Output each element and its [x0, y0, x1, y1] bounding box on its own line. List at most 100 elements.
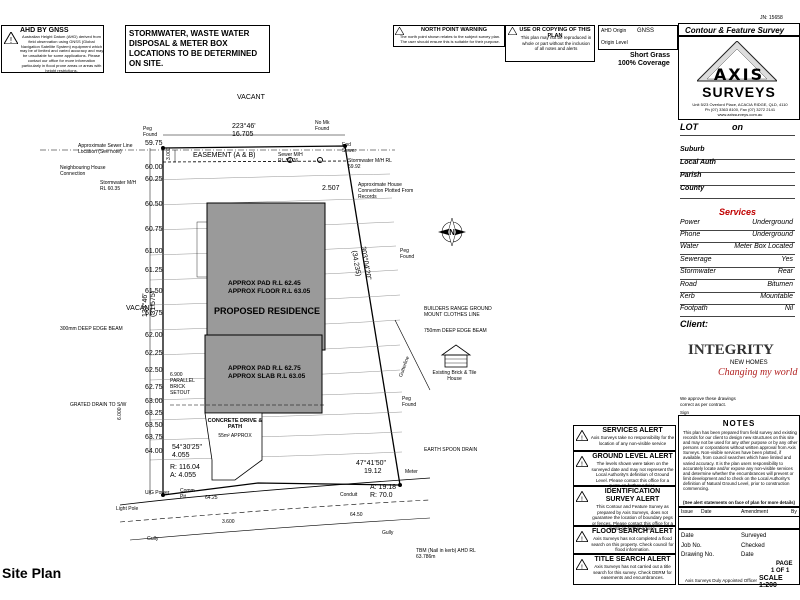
- arc-left: A: 4.055: [170, 472, 197, 479]
- warning-triangle-icon: !: [576, 559, 588, 570]
- svg-text:!: !: [581, 536, 583, 542]
- contour-label: 59.75: [145, 140, 163, 147]
- proposed-residence-lower: [204, 334, 323, 414]
- concrete-driveway: [204, 412, 263, 481]
- peg-marker: [161, 146, 165, 150]
- revision-header-amendment: Amendment: [741, 509, 768, 515]
- revision-header-date: Date: [701, 509, 712, 515]
- flood-search-alert: ! FLOOD SEARCH ALERT Axis Surveys has no…: [573, 526, 676, 554]
- title-search-alert: ! TITLE SEARCH ALERT Axis Surveys has no…: [573, 554, 676, 585]
- lot-row: LOT on: [680, 122, 795, 136]
- date-label: Date: [681, 533, 694, 539]
- surveyed-label: Surveyed: [741, 533, 767, 539]
- ahd-origin-label: AHD Origin: [601, 28, 627, 34]
- peg-found-4: Peg Found: [400, 248, 415, 260]
- ground-cover-line2: 100% Coverage: [618, 60, 670, 67]
- page-value: 1 OF 1: [771, 568, 790, 574]
- sign-label: Sign: [680, 410, 690, 415]
- house-icon: [440, 344, 472, 368]
- arc-right: A: 19.18: [370, 484, 397, 491]
- service-key: Footpath: [680, 305, 708, 312]
- tbm-label: TBM (Nail in kerb) AHD RL 63.786m: [416, 548, 476, 560]
- contour-label: 62.50: [145, 367, 163, 374]
- stormwater-mh-left: Stormwater M/H RL 60.35: [100, 180, 137, 192]
- existing-house: Existing Brick & Tile House: [432, 370, 477, 382]
- title-search-alert-body: Axis Surveys has not carried out a title…: [593, 564, 672, 580]
- bearing-top: 223°46': [232, 123, 256, 130]
- origin-level-label: Origin Level: [601, 40, 628, 46]
- service-value: Nil: [784, 305, 793, 312]
- ground-cover-line1: Short Grass: [630, 52, 671, 59]
- client-logo: INTEGRITY NEW HOMES Changing my world: [680, 342, 798, 390]
- service-key: Kerb: [680, 293, 695, 300]
- notes-box: NOTES This plan has been prepared from f…: [678, 415, 800, 507]
- contour-label: 61.75: [145, 310, 163, 317]
- dim-6000: 6.000: [117, 407, 123, 420]
- contour-label: 64.00: [145, 448, 163, 455]
- revision-divider: [679, 516, 799, 517]
- contour-label: 61.50: [145, 288, 163, 295]
- dim-3600: 3.600: [222, 519, 235, 525]
- driveway-area: 55m² APPROX: [218, 433, 252, 439]
- lot-label: LOT: [680, 122, 698, 132]
- floor-upper: APPROX FLOOR R.L 63.05: [228, 288, 311, 295]
- identification-survey-alert: ! IDENTIFICATION SURVEY ALERT This Conto…: [573, 486, 676, 531]
- service-key: Phone: [680, 231, 701, 238]
- contour-label: 60.00: [145, 164, 163, 171]
- warning-triangle-icon: !: [576, 531, 588, 542]
- easement-label: EASEMENT (A & B): [193, 152, 256, 159]
- builders-range: BUILDERS RANGE GROUND MOUNT CLOTHES LINE: [424, 306, 492, 318]
- use-of-plan-body: This plan may not be reproduced in whole…: [520, 35, 592, 51]
- warning-triangle-icon: !: [576, 491, 588, 502]
- notes-see-alert: (See alert statements on face of plan fo…: [683, 500, 795, 505]
- scale-label: SCALE 1:200: [759, 575, 783, 589]
- conduit-label: Conduit: [340, 492, 358, 498]
- header-title-box: Contour & Feature Survey: [678, 23, 800, 36]
- ground-level-alert-title: GROUND LEVEL ALERT: [592, 453, 673, 460]
- lot-field-local-auth: Local Auth: [680, 159, 795, 173]
- pad-lower: APPROX PAD R.L 62.75: [228, 365, 301, 372]
- stair-hatch: [196, 221, 208, 278]
- client-label: Client:: [680, 319, 708, 329]
- revision-header-issue: Issue: [681, 509, 693, 515]
- warning-triangle-icon: [508, 27, 517, 35]
- identification-alert-title: IDENTIFICATION SURVEY ALERT: [604, 488, 661, 503]
- site-plan-drawing: N: [40, 134, 472, 541]
- services-alert-body: Axis Surveys take no responsibility for …: [590, 435, 675, 446]
- bottom-left-dist: 4.055: [172, 452, 190, 459]
- earth-drain-label: EARTH SPOON DRAIN: [424, 447, 478, 453]
- road-edge: [119, 499, 431, 523]
- north-point-warning: NORTH POINT WARNING The north point show…: [393, 25, 505, 47]
- bottom-right-dist: 19.12: [364, 468, 382, 475]
- gully-label-1: Gully: [147, 536, 159, 542]
- contour-label: 60.75: [145, 226, 163, 233]
- dim-6425: 64.25: [205, 495, 218, 501]
- neighbour-connection: Neighbouring House Connection: [60, 165, 106, 177]
- lot-field-label: County: [680, 185, 705, 192]
- radius-right: R: 70.0: [370, 492, 393, 499]
- vacant-left: VACANT: [126, 305, 154, 312]
- ahd-notice-title: AHD BY GNSS: [20, 27, 69, 34]
- service-value: Rear: [777, 268, 793, 275]
- dim-6450: 64.50: [350, 512, 363, 518]
- warning-triangle-icon: !: [576, 430, 588, 441]
- job-label: Job No.: [681, 543, 702, 549]
- contour-label: 63.00: [145, 398, 163, 405]
- use-of-plan-notice: USE OR COPYING OF THIS PLAN This plan ma…: [505, 25, 595, 62]
- north-point-body: The north point shown relates to the sub…: [399, 34, 501, 44]
- dim-3000: 3.000: [166, 147, 172, 160]
- service-value: Underground: [752, 219, 793, 226]
- lot-field-label: Parish: [680, 172, 702, 179]
- service-row-footpath: Footpath Nil: [680, 305, 795, 317]
- contour-label: 62.25: [145, 350, 163, 357]
- client-tagline: Changing my world: [718, 367, 798, 378]
- contour-label: 60.50: [145, 201, 163, 208]
- lot-boundary: [162, 145, 401, 496]
- company-block: AXIS SURVEYS Unit 5/23 Overlord Place, A…: [678, 36, 800, 120]
- contour-label: 61.25: [145, 267, 163, 274]
- proposed-residence-upper: [206, 202, 326, 351]
